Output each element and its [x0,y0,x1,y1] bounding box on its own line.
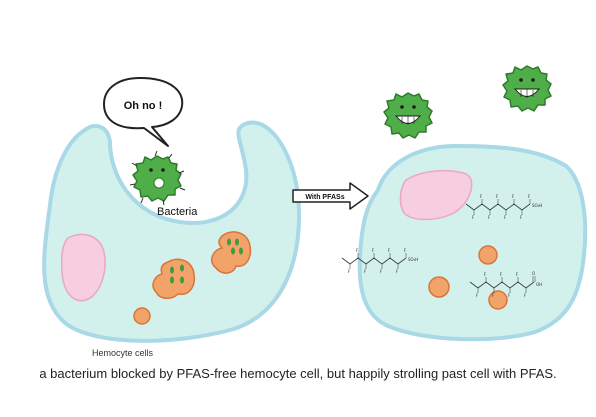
sulfonic-group-label: SO₃H [532,203,542,208]
pfas-molecule: F F F F F F F F SO₃H [465,194,542,220]
fluorine-label: F [356,248,359,253]
fluorine-label: F [516,272,519,277]
granule [428,276,450,298]
fluorine-label: F [508,293,511,298]
fluorine-label: F [396,269,399,274]
nucleus [399,169,473,221]
hemocyte-cell-with-pfas: F F F F F F F F SO₃H F F F F F F F [341,143,588,342]
granule [478,245,498,265]
carbonyl-oxygen-label: O [532,271,535,276]
granule [488,290,508,310]
bacterium-happy [383,92,433,139]
fluorine-label: F [500,272,503,277]
sulfonic-group-label: SO₃H [408,257,418,262]
fluorine-label: F [404,248,407,253]
carboxyl-group-label: OH [536,282,542,287]
fluorine-label: F [524,293,527,298]
fluorine-label: F [496,194,499,199]
hemocyte-label: Hemocyte cells [92,348,154,358]
pfas-molecule: F F F F F F F F SO₃H [341,248,418,274]
bacterium-happy [502,65,552,112]
bacteria-label: Bacteria [157,206,198,218]
pfas-molecule: F F F F F F F O OH [469,271,542,298]
fluorine-label: F [488,215,491,220]
hemocyte-cell-pfas-free: Hemocyte cells [42,120,302,358]
fluorine-label: F [528,194,531,199]
hemocyte-cell-membrane [357,143,588,342]
fluorine-label: F [476,293,479,298]
fluorine-label: F [380,269,383,274]
fluorine-label: F [348,269,351,274]
with-pfas-arrow: With PFASs [292,182,369,210]
arrow-label: With PFASs [305,194,344,201]
fluorine-label: F [480,194,483,199]
fluorine-label: F [472,215,475,220]
granule [133,307,151,325]
fluorine-label: F [492,293,495,298]
speech-bubble: Oh no ! [103,77,184,147]
fluorine-label: F [372,248,375,253]
figure-caption: a bacterium blocked by PFAS-free hemocyt… [39,366,557,381]
fluorine-label: F [484,272,487,277]
speech-bubble-text: Oh no ! [124,100,163,112]
fluorine-label: F [520,215,523,220]
fluorine-label: F [364,269,367,274]
hemocyte-cell-membrane [42,120,302,343]
fluorine-label: F [512,194,515,199]
fluorine-label: F [388,248,391,253]
bacterium-surprised [129,150,186,206]
fluorine-label: F [504,215,507,220]
granule-with-bacteria [211,231,252,274]
granule-with-bacteria [152,258,196,299]
nucleus [60,233,106,302]
